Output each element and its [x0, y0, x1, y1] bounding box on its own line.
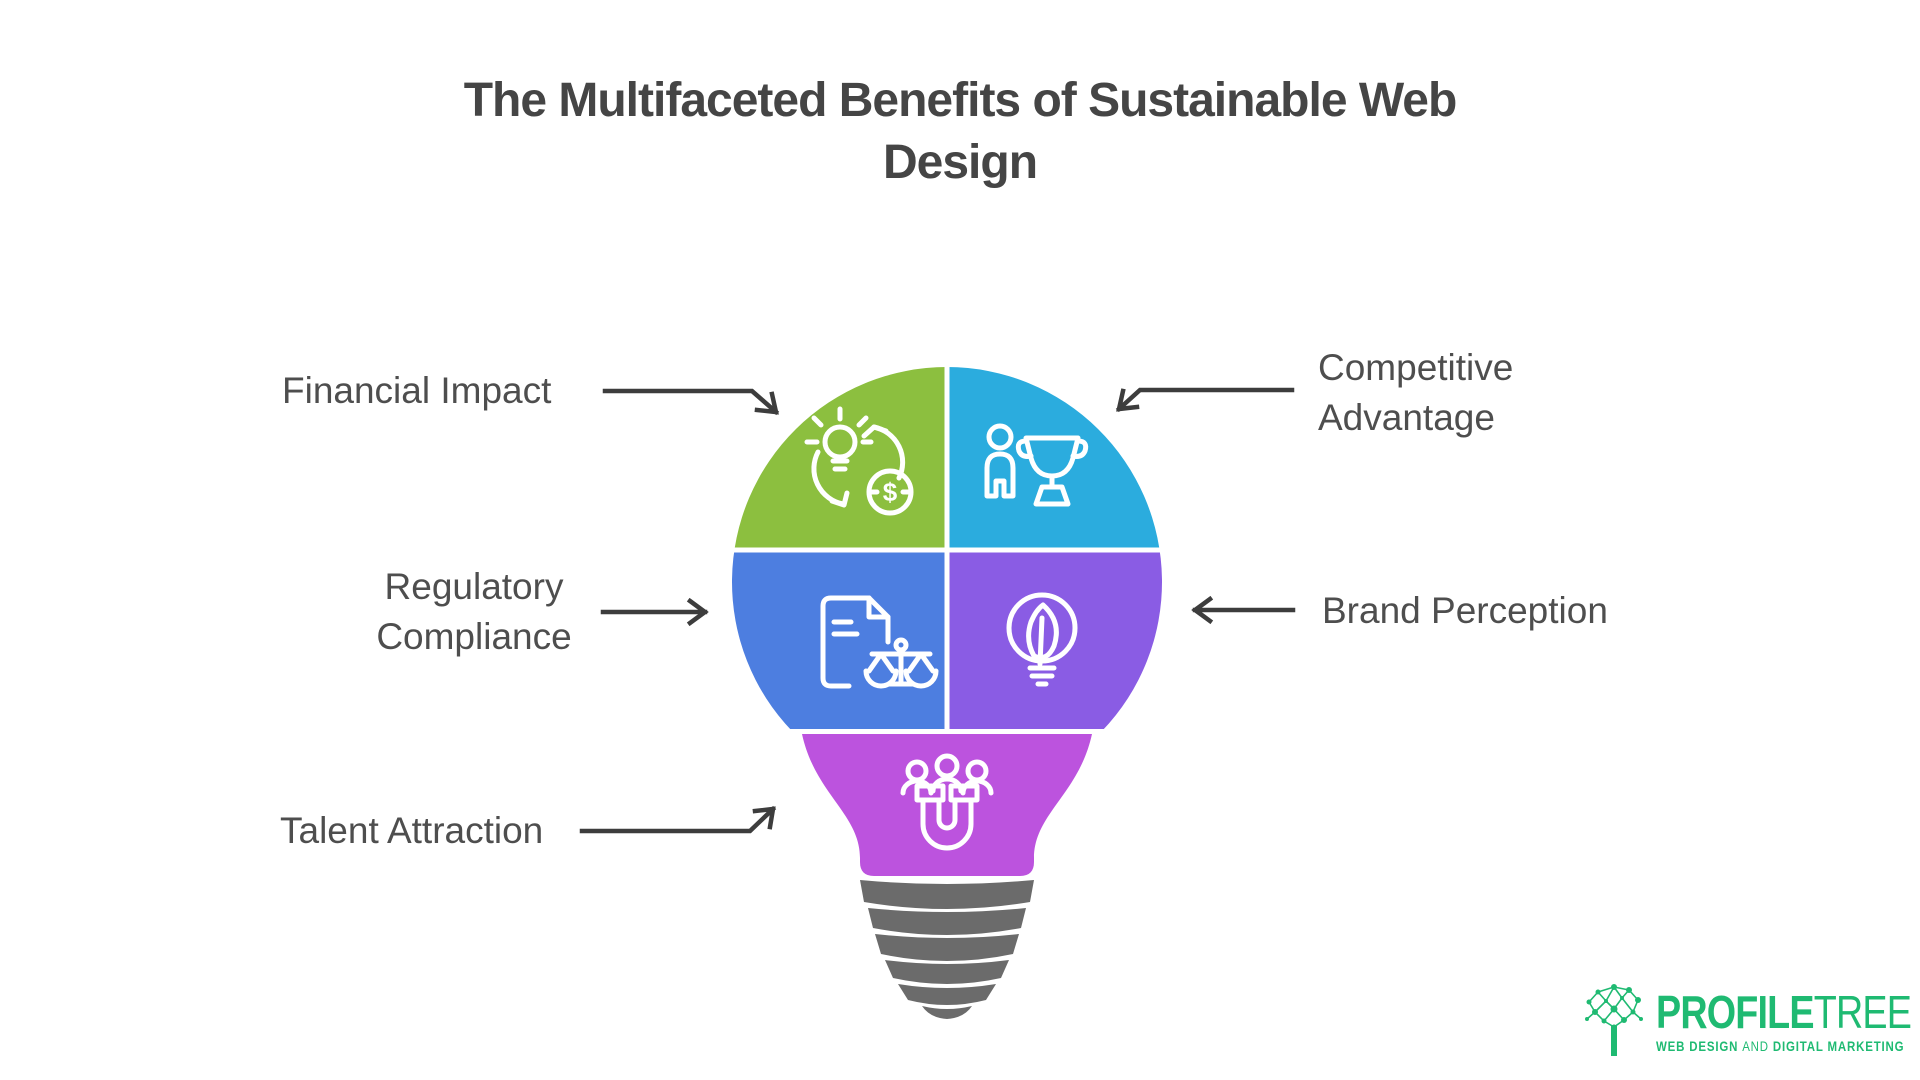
segment-icons: $ — [804, 406, 1089, 851]
connector-arrow-talent-attraction — [579, 805, 777, 834]
connector-arrow-regulatory-compliance — [600, 597, 709, 627]
lightbulb-dollar-cycle-icon: $ — [804, 406, 914, 516]
connector-arrow-financial-impact — [602, 388, 780, 416]
profiletree-tree-icon — [1585, 984, 1643, 1056]
base-ridge — [922, 1006, 972, 1019]
infographic-title: The Multifaceted Benefits of Sustainable… — [0, 70, 1920, 194]
base-ridge — [898, 984, 996, 1005]
leaf-lightbulb-icon — [1006, 592, 1078, 687]
profiletree-wordmark: PROFILETREE — [1656, 985, 1912, 1038]
magnet-people-icon — [900, 753, 994, 851]
connector-arrows — [579, 387, 1296, 834]
segment-brand-perception — [949, 552, 1162, 729]
bulb-screw-base — [860, 880, 1034, 1019]
label-brand-perception: Brand Perception — [1322, 590, 1608, 631]
wordmark-tree: TREE — [1813, 985, 1912, 1038]
title-line-2: Design — [882, 136, 1038, 189]
profiletree-logo: PROFILETREE WEB DESIGN AND DIGITAL MARKE… — [1582, 982, 1920, 1060]
segment-regulatory-compliance — [731, 552, 945, 729]
label-talent-attraction: Talent Attraction — [280, 810, 544, 851]
base-ridge — [885, 960, 1009, 984]
profiletree-tagline: WEB DESIGN AND DIGITAL MARKETING — [1656, 1037, 1905, 1054]
wordmark-profile: PROFILE — [1656, 985, 1815, 1038]
segment-financial-impact — [731, 367, 945, 548]
document-scales-icon — [820, 595, 939, 689]
label-financial-impact: Financial Impact — [282, 370, 552, 411]
bulb-segments — [731, 367, 1162, 876]
base-ridge — [875, 934, 1019, 961]
base-ridge — [868, 908, 1026, 935]
title-line-1: The Multifaceted Benefits of Sustainable… — [463, 74, 1458, 127]
label-regulatory-compliance: Regulatory Compliance — [376, 566, 572, 657]
connector-arrow-brand-perception — [1191, 595, 1296, 625]
connector-arrow-competitive-advantage — [1115, 387, 1295, 413]
label-competitive-advantage: Competitive Advantage — [1318, 347, 1514, 438]
dollar-glyph: $ — [883, 477, 898, 507]
base-ridge — [860, 880, 1034, 909]
person-trophy-icon — [984, 423, 1089, 507]
